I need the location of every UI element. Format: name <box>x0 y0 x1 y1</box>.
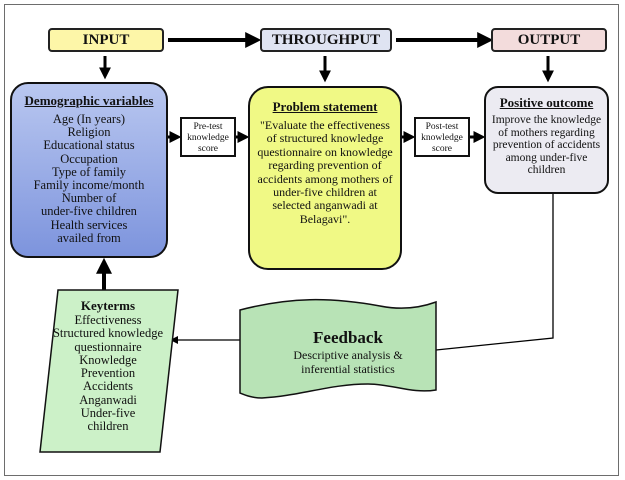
posttest-label-line: knowledge <box>421 132 463 143</box>
demographic-item: Occupation <box>60 151 118 166</box>
pretest-label-line: knowledge <box>187 132 229 143</box>
demographic-item: Number of <box>61 191 117 206</box>
problem-statement-box: Problem statement "Evaluate the effectiv… <box>248 86 402 270</box>
posttest-label-line: Post-test <box>425 122 459 132</box>
demographic-item: Religion <box>67 125 111 140</box>
demographic-item: Health services <box>50 217 128 232</box>
demographic-item: Family income/month <box>33 178 145 193</box>
keyterms-title: Keyterms <box>80 298 136 313</box>
feedback-line: inferential statistics <box>301 361 395 376</box>
feedback-title: Feedback <box>313 328 383 347</box>
keyterm-item: Under-five <box>80 406 136 421</box>
output-header: OUTPUT <box>491 28 607 52</box>
demographic-variables-title: Demographic variables <box>24 93 154 108</box>
problem-statement-text: "Evaluate the effectiveness of structure… <box>257 118 393 226</box>
line-outcome-to-feedback <box>435 194 554 351</box>
keyterm-item: questionnaire <box>74 339 142 354</box>
posttest-score-box: Post-test knowledge score <box>414 117 470 157</box>
diagram-frame <box>4 4 619 476</box>
demographic-item: Type of family <box>51 164 127 179</box>
keyterm-item: Prevention <box>80 366 136 381</box>
keyterms-parallelogram <box>39 289 179 453</box>
positive-outcome-title: Positive outcome <box>499 95 594 110</box>
problem-statement-title: Problem statement <box>272 99 378 114</box>
keyterms-content: Keyterms Effectiveness Structured knowle… <box>46 298 170 434</box>
keyterm-item: children <box>87 419 129 434</box>
keyterm-item: Knowledge <box>79 352 137 367</box>
keyterm-item: Structured knowledge <box>52 326 164 341</box>
positive-outcome-box: Positive outcome Improve the knowledge o… <box>484 86 609 194</box>
input-header: INPUT <box>48 28 164 52</box>
feedback-line: Descriptive analysis & <box>293 348 403 362</box>
feedback-content: Feedback Descriptive analysis & inferent… <box>274 328 422 376</box>
keyterm-item: Effectiveness <box>74 313 142 327</box>
pretest-label-line: score <box>197 143 219 154</box>
demographic-item: Age (In years) <box>52 112 126 126</box>
keyterm-item: Anganwadi <box>79 392 137 407</box>
feedback-banner <box>239 298 437 399</box>
demographic-variables-box: Demographic variables Age (In years) Rel… <box>10 82 168 258</box>
throughput-header: THROUGHPUT <box>260 28 392 52</box>
demographic-item: availed from <box>57 230 121 245</box>
posttest-label-line: score <box>431 143 453 154</box>
demographic-item: Educational status <box>43 138 135 153</box>
demographic-item: under-five children <box>41 204 137 219</box>
pretest-score-box: Pre-test knowledge score <box>180 117 236 157</box>
pretest-label-line: Pre-test <box>193 122 223 132</box>
positive-outcome-text: Improve the knowledge of mothers regardi… <box>491 114 602 177</box>
keyterm-item: Accidents <box>83 379 133 394</box>
